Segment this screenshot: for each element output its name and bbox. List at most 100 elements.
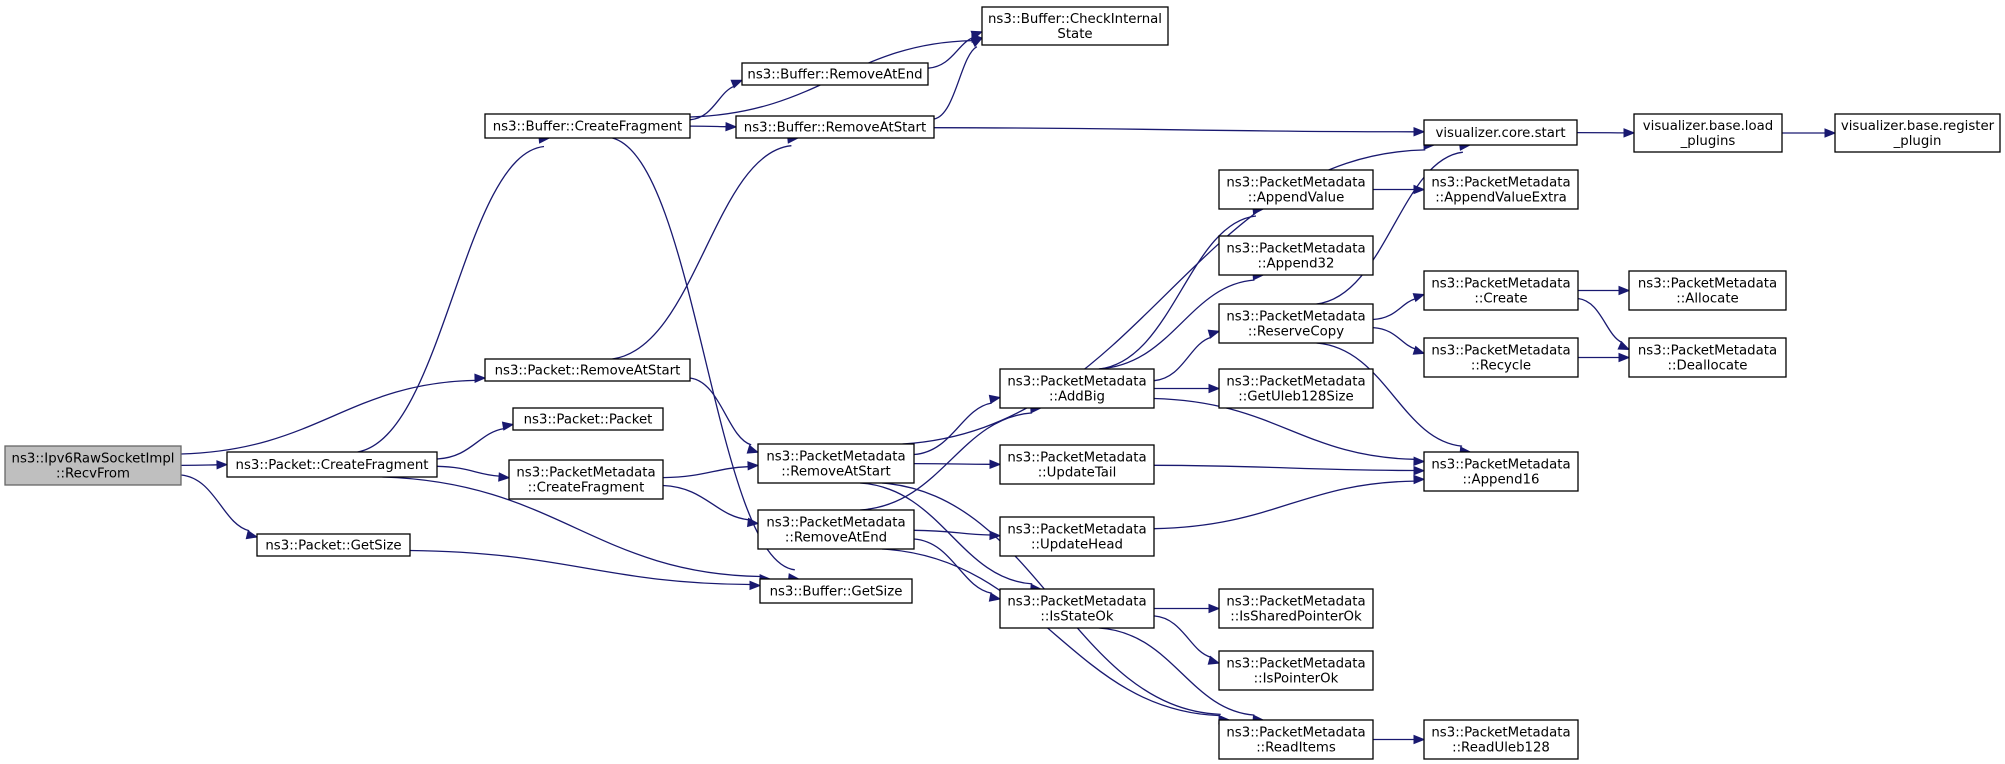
edge-pm-removeatstart-to-pm-updatetail [913, 459, 1002, 470]
arrowhead [1208, 383, 1221, 394]
node-label-line: ::RemoveAtEnd [785, 531, 887, 546]
edge-pkt-removeatstart-to-pm-removeatstart [689, 377, 760, 454]
node-viz-load-plugins[interactable]: visualizer.base.load_plugins [1633, 113, 1783, 153]
node-pkt-getsize[interactable]: ns3::Packet::GetSize [256, 533, 411, 557]
node-label-line: ns3::PacketMetadata [1226, 726, 1365, 741]
node-pm-recycle[interactable]: ns3::PacketMetadata::Recycle [1423, 337, 1579, 378]
edge-pm-addbig-to-pm-getuleb128size [1154, 383, 1221, 394]
node-label-line: ns3::PacketMetadata [516, 466, 655, 481]
node-box [484, 113, 691, 139]
node-pm-appendvalue[interactable]: ns3::PacketMetadata::AppendValue [1218, 169, 1374, 210]
node-pm-removeatend[interactable]: ns3::PacketMetadata::RemoveAtEnd [757, 509, 915, 550]
node-pm-isstateok[interactable]: ns3::PacketMetadata::IsStateOk [999, 588, 1155, 629]
node-box [1423, 169, 1579, 210]
edge-line [860, 412, 1033, 511]
node-box [1423, 270, 1579, 311]
node-label-line: ::IsSharedPointerOk [1230, 610, 1362, 625]
node-label-line: ns3::Buffer::GetSize [770, 585, 903, 600]
node-pm-readitems[interactable]: ns3::PacketMetadata::ReadItems [1218, 719, 1374, 760]
node-box [1423, 119, 1578, 146]
edge-line [1153, 336, 1212, 382]
node-pm-addbig[interactable]: ns3::PacketMetadata::AddBig [999, 368, 1155, 409]
edge-pm-updatehead-to-pm-append16 [1153, 474, 1426, 530]
node-box [1628, 270, 1787, 311]
node-box [1423, 719, 1579, 760]
edge-pkt-createfrag-to-pm-createfrag [436, 465, 511, 482]
edge-buf-removeatend-to-buf-checkinternal [927, 30, 984, 69]
node-label-line: ns3::PacketMetadata [766, 450, 905, 465]
node-label-line: ns3::Packet::RemoveAtStart [495, 364, 681, 379]
edge-line [860, 482, 1033, 585]
arrowhead [730, 79, 744, 89]
node-buf-removeatstart[interactable]: ns3::Buffer::RemoveAtStart [735, 115, 935, 139]
node-pm-updatehead[interactable]: ns3::PacketMetadata::UpdateHead [999, 516, 1155, 557]
arrowhead [1617, 340, 1631, 351]
edge-pm-recycle-to-pm-deallocate [1578, 352, 1631, 363]
node-pm-getuleb128size[interactable]: ns3::PacketMetadata::GetUleb128Size [1218, 368, 1374, 409]
node-pm-create[interactable]: ns3::PacketMetadata::Create [1423, 270, 1579, 311]
node-label-line: ::UpdateTail [1038, 466, 1117, 481]
node-label-line: ns3::Packet::CreateFragment [236, 458, 429, 473]
node-pm-append32[interactable]: ns3::PacketMetadata::Append32 [1218, 235, 1374, 276]
node-label-line: ns3::Buffer::RemoveAtStart [744, 121, 926, 136]
arrowhead [1413, 127, 1426, 137]
node-pm-createfrag[interactable]: ns3::PacketMetadata::CreateFragment [508, 459, 664, 500]
node-box [981, 6, 1169, 46]
arrowhead [747, 517, 760, 528]
node-box [1628, 337, 1787, 378]
arrowhead [245, 529, 259, 540]
node-label-line: ::ReserveCopy [1248, 325, 1344, 340]
node-buf-removeatend[interactable]: ns3::Buffer::RemoveAtEnd [741, 62, 929, 86]
node-pm-readuleb128[interactable]: ns3::PacketMetadata::ReadUleb128 [1423, 719, 1579, 760]
node-label-line: ::GetUleb128Size [1238, 390, 1353, 405]
node-box [256, 533, 411, 557]
node-pm-append16[interactable]: ns3::PacketMetadata::Append16 [1423, 451, 1579, 492]
edge-line [662, 466, 749, 479]
node-label-line: ns3::PacketMetadata [1007, 375, 1146, 390]
node-label-line: ns3::PacketMetadata [1431, 277, 1570, 292]
node-label-line: _plugin [1893, 134, 1942, 149]
arrowhead [1618, 352, 1631, 363]
edge-line [1098, 279, 1255, 370]
node-pkt-removeatstart[interactable]: ns3::Packet::RemoveAtStart [484, 358, 691, 382]
arrowhead [216, 460, 229, 470]
node-box [1218, 169, 1374, 210]
edge-line [382, 476, 761, 578]
node-viz-core-start[interactable]: visualizer.core.start [1423, 119, 1578, 146]
node-pm-reservecopy[interactable]: ns3::PacketMetadata::ReserveCopy [1218, 303, 1374, 344]
node-label-line: ::Create [1474, 292, 1527, 307]
arrowhead [1207, 329, 1221, 339]
node-recvfrom[interactable]: ns3::Ipv6RawSocketImpl::RecvFrom [4, 445, 182, 486]
node-viz-register-plugin[interactable]: visualizer.base.register_plugin [1834, 113, 2001, 153]
node-pm-allocate[interactable]: ns3::PacketMetadata::Allocate [1628, 270, 1787, 311]
node-pm-updatetail[interactable]: ns3::PacketMetadata::UpdateTail [999, 444, 1155, 485]
node-pm-removeatstart[interactable]: ns3::PacketMetadata::RemoveAtStart [757, 443, 915, 484]
node-buf-getsize[interactable]: ns3::Buffer::GetSize [759, 578, 913, 604]
edge-line [1153, 615, 1212, 658]
edge-line [1098, 627, 1255, 716]
node-box [999, 588, 1155, 629]
node-pm-deallocate[interactable]: ns3::PacketMetadata::Deallocate [1628, 337, 1787, 378]
node-box [1218, 588, 1374, 629]
node-pm-ispointerok[interactable]: ns3::PacketMetadata::IsPointerOk [1218, 650, 1374, 691]
edge-line [612, 137, 795, 571]
edge-line [1577, 297, 1623, 343]
arrowhead [1824, 128, 1837, 138]
node-label-line: ns3::Packet::GetSize [265, 539, 401, 554]
node-pkt-packet[interactable]: ns3::Packet::Packet [512, 407, 664, 431]
node-label-line: ::AppendValueExtra [1435, 191, 1567, 206]
node-pkt-createfrag[interactable]: ns3::Packet::CreateFragment [226, 451, 438, 478]
node-box [1218, 303, 1374, 344]
node-pm-appendvalueextra[interactable]: ns3::PacketMetadata::AppendValueExtra [1423, 169, 1579, 210]
node-label-line: ::AppendValue [1248, 191, 1345, 206]
node-box [757, 443, 915, 484]
node-buf-createfrag[interactable]: ns3::Buffer::CreateFragment [484, 113, 691, 139]
node-label-line: ns3::Buffer::CheckInternal [988, 12, 1162, 27]
edge-pm-addbig-to-pm-reservecopy [1153, 329, 1221, 382]
node-label-line: ::ReadItems [1256, 741, 1336, 756]
node-box [4, 445, 182, 486]
edge-buf-removeatstart-to-buf-checkinternal [933, 37, 984, 120]
edge-line [689, 85, 735, 121]
node-pm-issharedpointerok[interactable]: ns3::PacketMetadata::IsSharedPointerOk [1218, 588, 1374, 629]
